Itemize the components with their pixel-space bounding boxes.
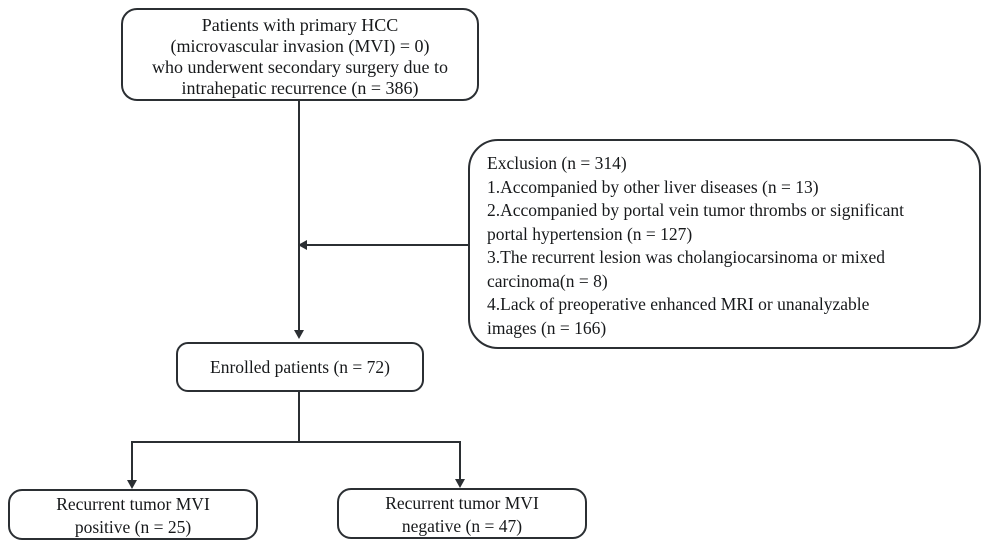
connector-branch-right: [459, 441, 461, 480]
mvi-negative-line-2: negative (n = 47): [401, 516, 523, 536]
exclusion-item-4-line-2: images (n = 166): [487, 317, 607, 338]
exclusion-item-3-line-1: 3.The recurrent lesion was cholangiocars…: [487, 247, 885, 267]
exclusion-item-4-line-1: 4.Lack of preoperative enhanced MRI or u…: [487, 294, 870, 314]
arrowhead-down-negative-icon: [455, 479, 465, 488]
connector-top-to-enrolled: [298, 100, 300, 331]
box-primary-hcc-patients: Patients with primary HCC (microvascular…: [121, 8, 479, 101]
exclusion-item-3-line-2: carcinoma(n = 8): [487, 270, 608, 291]
connector-exclusion: [306, 244, 468, 246]
arrowhead-down-enrolled-icon: [294, 330, 304, 339]
connector-branch-left: [131, 441, 133, 481]
box-primary-hcc-line-2: (microvascular invasion (MVI) = 0): [170, 36, 430, 56]
arrowhead-left-exclusion-icon: [298, 240, 307, 250]
box-mvi-positive: Recurrent tumor MVI positive (n = 25): [8, 489, 258, 540]
exclusion-item-1: 1.Accompanied by other liver diseases (n…: [487, 176, 819, 197]
arrowhead-down-positive-icon: [127, 480, 137, 489]
connector-enrolled-stem: [298, 392, 300, 443]
exclusion-header: Exclusion (n = 314): [487, 153, 627, 173]
mvi-positive-line-1: Recurrent tumor MVI: [56, 494, 210, 514]
connector-branch: [131, 441, 461, 443]
enrolled-patients-label: Enrolled patients (n = 72): [210, 356, 390, 377]
mvi-negative-line-1: Recurrent tumor MVI: [385, 493, 539, 513]
box-enrolled-patients: Enrolled patients (n = 72): [176, 342, 424, 392]
exclusion-item-2-line-2: portal hypertension (n = 127): [487, 223, 693, 244]
box-primary-hcc-line-4: intrahepatic recurrence (n = 386): [181, 78, 419, 98]
exclusion-item-2-line-1: 2.Accompanied by portal vein tumor throm…: [487, 200, 904, 220]
box-primary-hcc-line-3: who underwent secondary surgery due to: [151, 57, 449, 77]
box-primary-hcc-line-1: Patients with primary HCC: [201, 15, 399, 35]
box-exclusion-criteria: Exclusion (n = 314) 1.Accompanied by oth…: [468, 139, 981, 349]
mvi-positive-line-2: positive (n = 25): [74, 517, 192, 537]
box-mvi-negative: Recurrent tumor MVI negative (n = 47): [337, 488, 587, 539]
